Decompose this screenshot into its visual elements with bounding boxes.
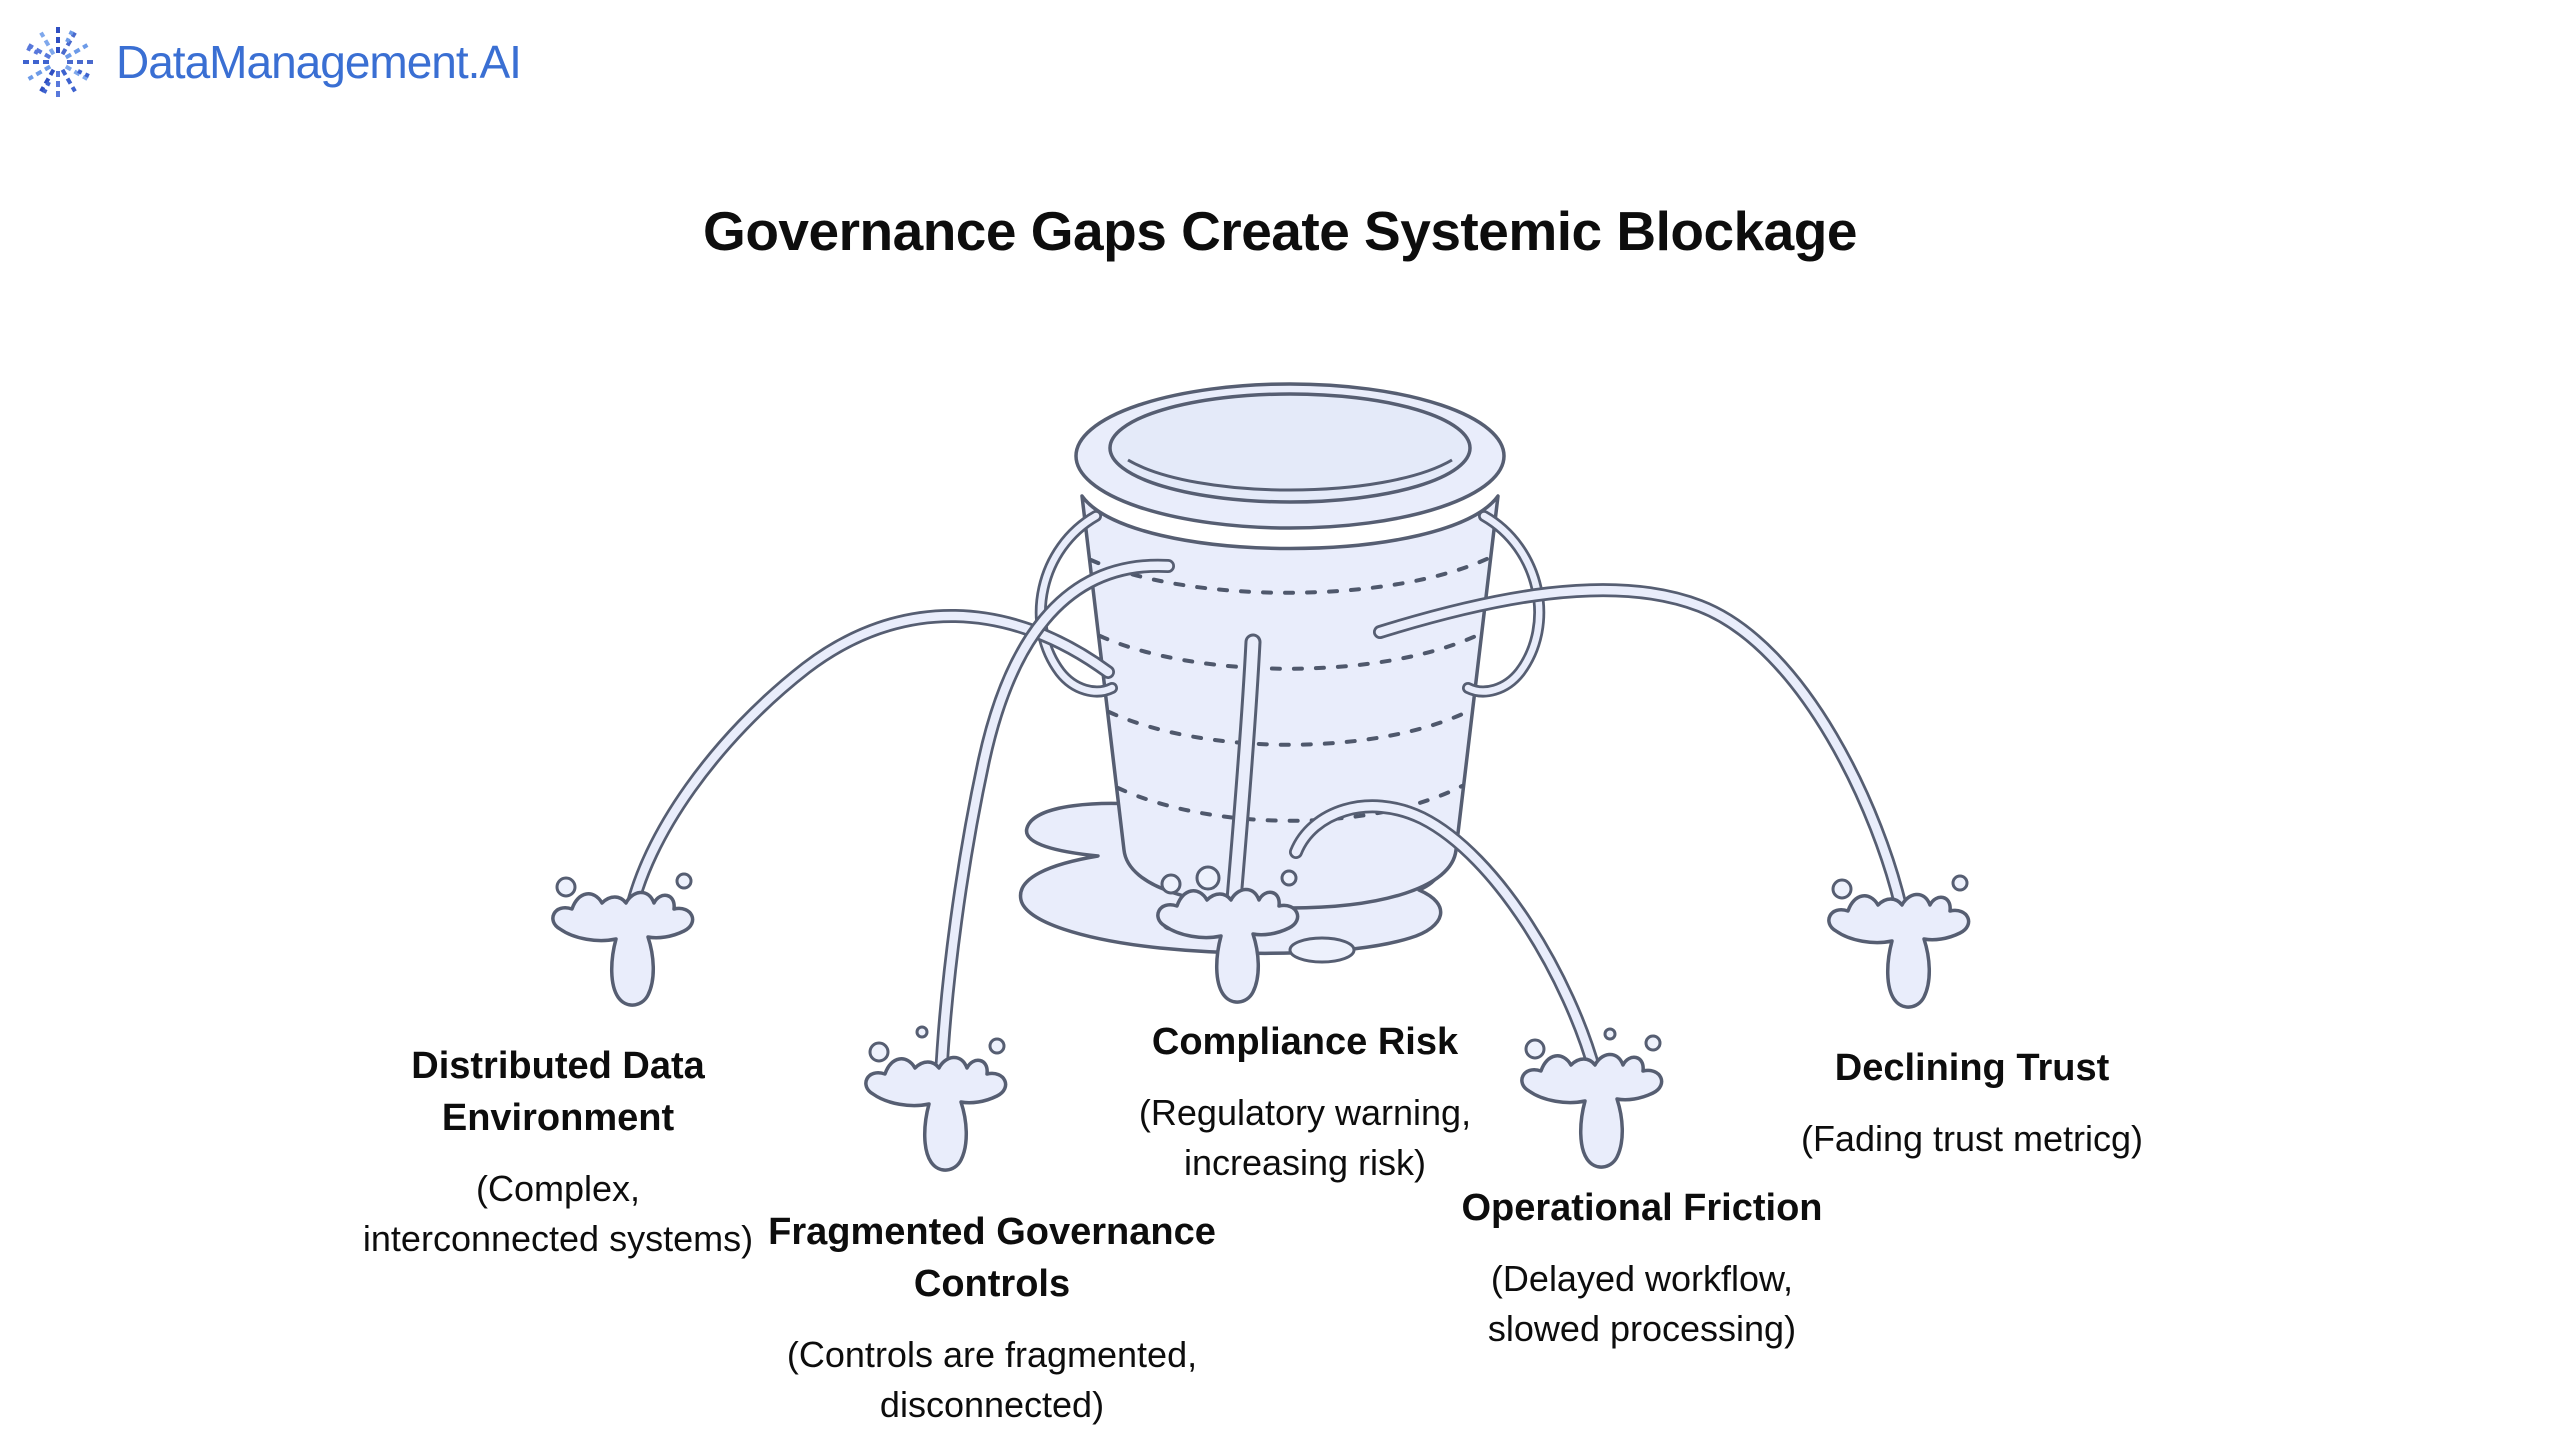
- brand-name: DataManagement.AI: [116, 36, 522, 88]
- leak-hole: [1195, 865, 1221, 891]
- leak-title-line: Fragmented Governance: [768, 1211, 1216, 1253]
- leak-subtitle-line: (Complex,: [475, 1168, 641, 1209]
- leak-title-line: Environment: [441, 1097, 675, 1139]
- starburst-icon: [20, 24, 96, 100]
- splash-distributed-data: [553, 874, 693, 1005]
- leak-label-distributed-data-environment: Distributed Data Environment (Complex, i…: [363, 1040, 753, 1264]
- splashes: [553, 871, 1969, 1170]
- leak-subtitle-line: (Delayed workflow,: [1490, 1258, 1794, 1299]
- leak-label-declining-trust: Declining Trust (Fading trust metricg): [1801, 1042, 2143, 1164]
- stream-distributed-data: [630, 616, 1108, 916]
- brand-logo: DataManagement.AI: [10, 14, 522, 110]
- leak-subtitle-line: slowed processing): [1487, 1308, 1797, 1349]
- leak-subtitle-line: interconnected systems): [362, 1218, 754, 1259]
- leak-title-line: Operational Friction: [1461, 1187, 1823, 1229]
- leak-subtitle-line: increasing risk): [1183, 1142, 1427, 1183]
- bucket-body: [1080, 494, 1500, 910]
- leak-subtitle-line: disconnected): [879, 1384, 1105, 1425]
- leak-subtitle-line: (Regulatory warning,: [1138, 1092, 1472, 1133]
- leak-label-compliance-risk: Compliance Risk (Regulatory warning, inc…: [1139, 1016, 1471, 1188]
- leak-label-fragmented-governance-controls: Fragmented Governance Controls (Controls…: [768, 1206, 1216, 1430]
- leak-title-line: Compliance Risk: [1151, 1021, 1459, 1063]
- leak-title-line: Declining Trust: [1834, 1047, 2110, 1089]
- bucket-rim-inner: [1108, 392, 1472, 504]
- leak-subtitle-line: (Fading trust metricg): [1800, 1118, 2144, 1159]
- leak-title-line: Distributed Data: [411, 1045, 705, 1087]
- page-title: Governance Gaps Create Systemic Blockage: [703, 200, 1857, 262]
- leak-label-operational-friction: Operational Friction (Delayed workflow, …: [1461, 1182, 1822, 1354]
- leak-title-line: Controls: [913, 1263, 1071, 1305]
- bucket-inner-wall: [1127, 458, 1453, 492]
- leak-subtitle-line: (Controls are fragmented,: [786, 1334, 1198, 1375]
- water-level-lines: [1089, 556, 1491, 823]
